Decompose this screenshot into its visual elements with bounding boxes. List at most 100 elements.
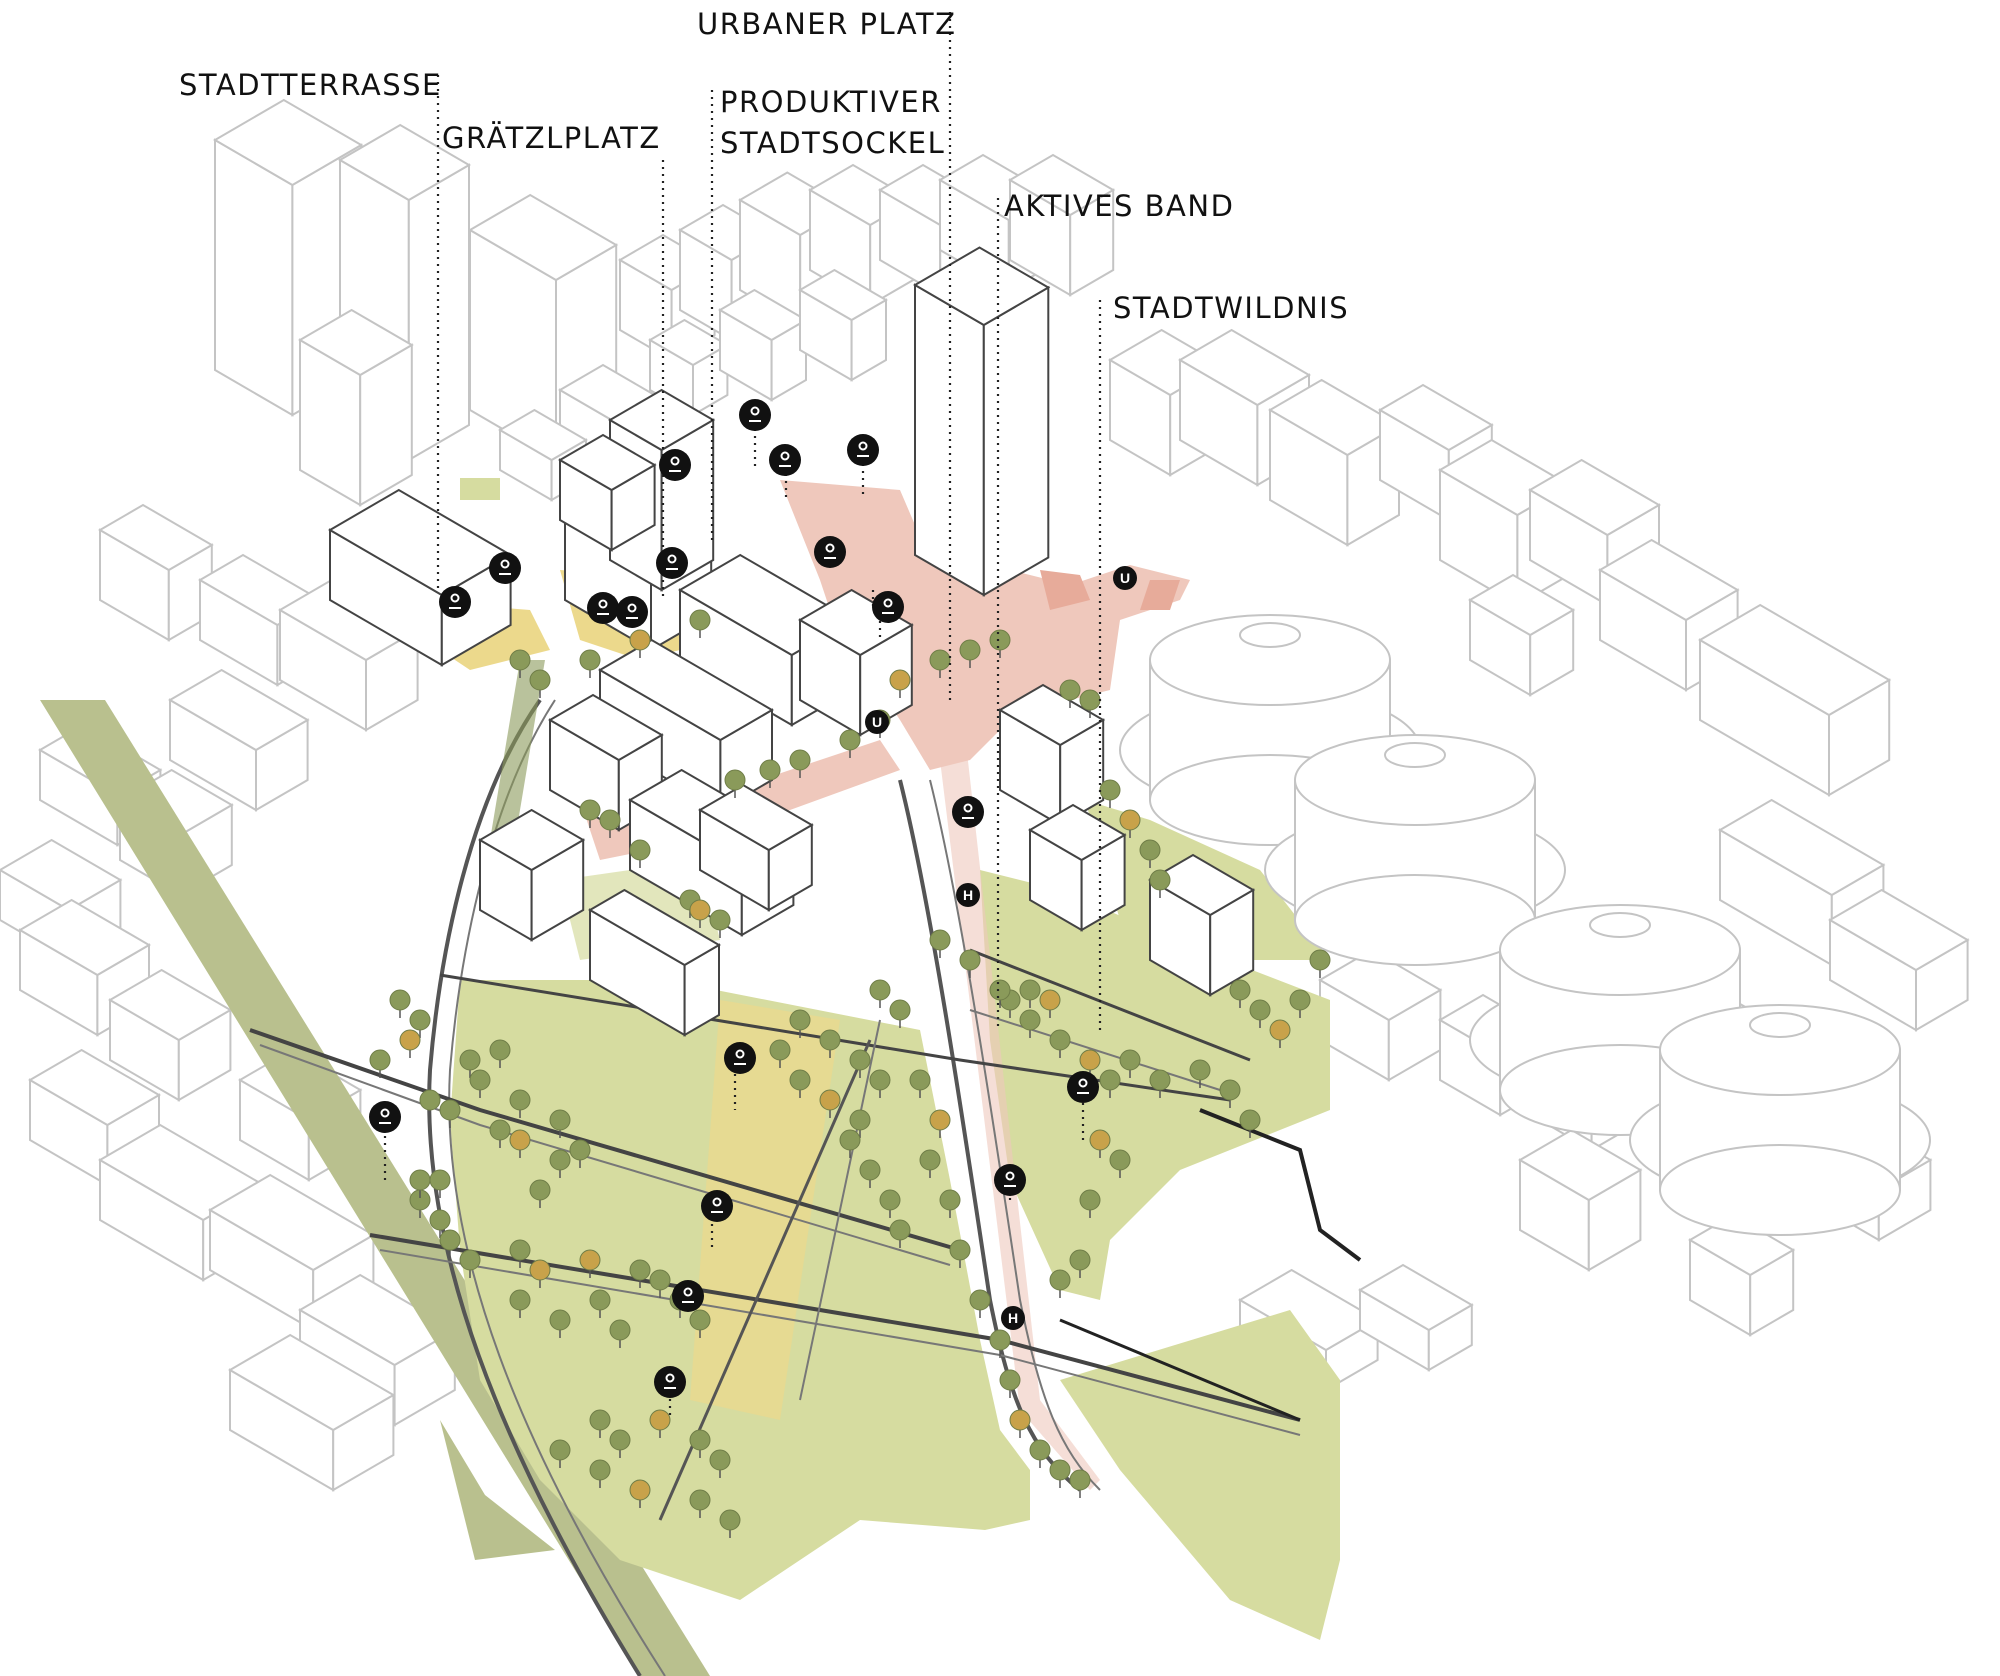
seesaw-icon — [701, 1190, 733, 1222]
label-graetzlplatz: GRÄTZLPLATZ — [442, 121, 661, 155]
new-building-12-roof — [998, 683, 1106, 747]
new-building-12 — [998, 683, 1106, 827]
tree-46 — [649, 1409, 671, 1438]
cheering-people-icon — [616, 596, 648, 628]
tree-61 — [919, 1149, 941, 1178]
context-building-28 — [1828, 888, 1970, 1032]
tree-2 — [529, 669, 551, 698]
paths — [249, 660, 1362, 1676]
tree-crown — [609, 1319, 631, 1341]
tree-crown — [1039, 989, 1061, 1011]
tree-120 — [889, 1219, 911, 1248]
context-building-11 — [1008, 153, 1116, 297]
tree-74 — [1079, 1049, 1101, 1078]
sport-shoe-icon-glyph-head — [665, 1373, 675, 1383]
tree-crown — [839, 729, 861, 751]
people-icon-glyph-head — [500, 559, 510, 569]
tree-63 — [949, 1239, 971, 1268]
tank-top — [1294, 734, 1536, 826]
tree-crown — [1069, 1469, 1091, 1491]
u-bahn-icon-disc — [1113, 566, 1137, 590]
tree-crown — [509, 1089, 531, 1111]
tree-109 — [579, 1249, 601, 1278]
tree-43 — [609, 1319, 631, 1348]
tree-crown — [599, 809, 621, 831]
stadtterrasse-green — [460, 478, 500, 500]
tree-89 — [1289, 989, 1311, 1018]
tree-crown — [989, 979, 1011, 1001]
tree-114 — [769, 1039, 791, 1068]
southeast-park — [1060, 1310, 1340, 1640]
tree-117 — [839, 1129, 861, 1158]
tree-88 — [1269, 1019, 1291, 1048]
tree-crown — [759, 759, 781, 781]
tree-35 — [429, 1209, 451, 1238]
tree-19 — [1139, 839, 1161, 868]
tree-crown — [949, 1239, 971, 1261]
context-building-1-face-left — [214, 138, 294, 417]
context-building-36 — [18, 898, 151, 1037]
tree-104 — [419, 1089, 441, 1118]
tree-crown — [1029, 1439, 1051, 1461]
tree-crown — [1109, 1149, 1131, 1171]
tree-44 — [589, 1409, 611, 1438]
tree-crown — [1049, 1029, 1071, 1051]
context-building-11-roof — [1008, 153, 1116, 217]
tree-crown — [959, 639, 981, 661]
new-building-7-roof — [548, 693, 664, 762]
tree-crown — [489, 1039, 511, 1061]
tree-72 — [1019, 1009, 1041, 1038]
u-bahn-icon-disc — [865, 710, 889, 734]
tree-9 — [839, 729, 861, 758]
tree-79 — [1219, 1079, 1241, 1108]
tree-36 — [439, 1229, 461, 1258]
tree-crown — [579, 649, 601, 671]
tree-91 — [929, 929, 951, 958]
context-building-37-roof — [108, 968, 233, 1042]
tree-crown — [529, 669, 551, 691]
tree-crown — [649, 1269, 671, 1291]
market-stall-icon-glyph-head — [858, 441, 868, 451]
tree-crown — [1289, 989, 1311, 1011]
tree-83 — [1079, 1189, 1101, 1218]
tank-top — [1659, 1004, 1901, 1096]
sport-shoe-icon — [654, 1366, 686, 1398]
central-tower — [913, 246, 1051, 597]
tree-97 — [889, 999, 911, 1028]
tree-13 — [959, 639, 981, 668]
new-building-14 — [1148, 853, 1256, 997]
tree-crown — [929, 1109, 951, 1131]
gas-tanks — [1119, 614, 1931, 1236]
context-building-25 — [1468, 573, 1576, 697]
restaurant-icon — [739, 399, 771, 431]
u-bahn-icon: U — [1113, 566, 1137, 590]
tree-crown — [429, 1169, 451, 1191]
tree-crown — [849, 1109, 871, 1131]
tree-crown — [929, 649, 951, 671]
tree-crown — [399, 1029, 421, 1051]
tree-crown — [439, 1229, 461, 1251]
cheering-people-icon — [587, 592, 619, 624]
tree-5 — [689, 609, 711, 638]
bike-pedestrian-icon-glyph-head — [735, 1049, 745, 1059]
context-building-26-roof — [1698, 603, 1892, 717]
cheering-people-icon-glyph-head — [598, 599, 608, 609]
tree-crown — [689, 1429, 711, 1451]
new-building-13 — [1028, 803, 1127, 932]
label-produktiver-stadtsockel: PRODUKTIVER STADTSOCKEL — [720, 85, 946, 160]
tree-crown — [889, 1219, 911, 1241]
tree-80 — [1239, 1109, 1261, 1138]
path-line-14 — [1059, 1318, 1301, 1422]
tree-67 — [1009, 1409, 1031, 1438]
tank-cap — [1384, 742, 1446, 768]
tree-65 — [989, 1329, 1011, 1358]
tree-94 — [1019, 979, 1041, 1008]
tree-crown — [849, 1049, 871, 1071]
tree-crown — [509, 1239, 531, 1261]
label-stadtterrasse: STADTTERRASSE — [179, 68, 442, 102]
context-building-29-roof — [98, 503, 214, 572]
tree-crown — [889, 999, 911, 1021]
people-icon — [489, 552, 521, 584]
tree-51 — [549, 1439, 571, 1468]
tree-17 — [1099, 779, 1121, 808]
